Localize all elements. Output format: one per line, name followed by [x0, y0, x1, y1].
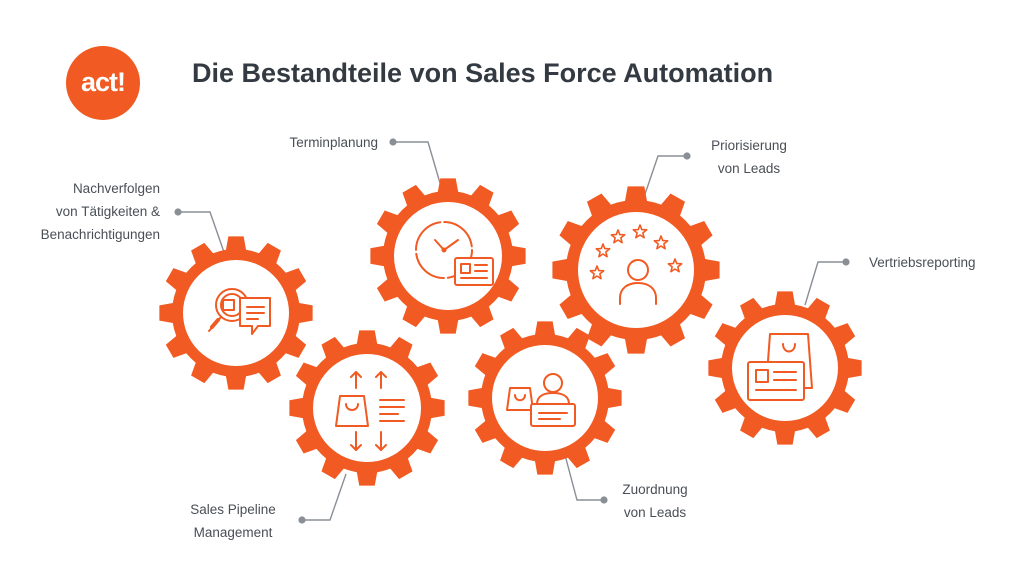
- star-icon: [667, 258, 683, 273]
- bag-card-icon: [747, 333, 813, 401]
- page-title: Die Bestandteile von Sales Force Automat…: [192, 58, 774, 88]
- star-icon: [610, 229, 626, 244]
- connector-zuordnung: [564, 454, 604, 501]
- connector-vertriebsreporting: [804, 261, 846, 306]
- connector-pipeline: [302, 473, 347, 521]
- label-nachverfolgen: Nachverfolgen von Tätigkeiten & Benachri…: [40, 181, 160, 242]
- connectors: [178, 141, 846, 521]
- gear-nachverfolgen: [159, 236, 313, 390]
- magnifier-chat-icon: [208, 288, 271, 335]
- gear-pipeline: [289, 330, 445, 486]
- gear-center: [394, 202, 502, 310]
- gear-terminplanung: [370, 178, 526, 334]
- pipeline-arrows-icon: [335, 371, 405, 451]
- label-zuordnung: Zuordnung von Leads: [622, 482, 688, 520]
- clock-card-icon: [415, 221, 494, 286]
- label-priorisierung: Priorisierung von Leads: [711, 138, 787, 176]
- connector-nachverfolgen: [178, 211, 226, 256]
- act-logo: act!: [66, 46, 140, 120]
- label-vertriebsreporting: Vertriebsreporting: [869, 255, 976, 270]
- star-icon: [632, 224, 648, 239]
- star-icon: [595, 243, 611, 258]
- label-terminplanung: Terminplanung: [289, 135, 378, 150]
- connector-terminplanung: [393, 141, 441, 184]
- stars-person-icon: [589, 224, 683, 305]
- label-pipeline: Sales Pipeline Management: [190, 502, 276, 540]
- person-desk-bag-icon: [506, 373, 576, 427]
- gear-center: [313, 354, 421, 462]
- logo-text: act!: [80, 66, 126, 97]
- star-icon: [653, 235, 669, 250]
- star-icon: [589, 265, 605, 280]
- connector-priorisierung: [642, 155, 687, 201]
- connector-dots: [174, 138, 850, 524]
- gear-center: [183, 260, 289, 366]
